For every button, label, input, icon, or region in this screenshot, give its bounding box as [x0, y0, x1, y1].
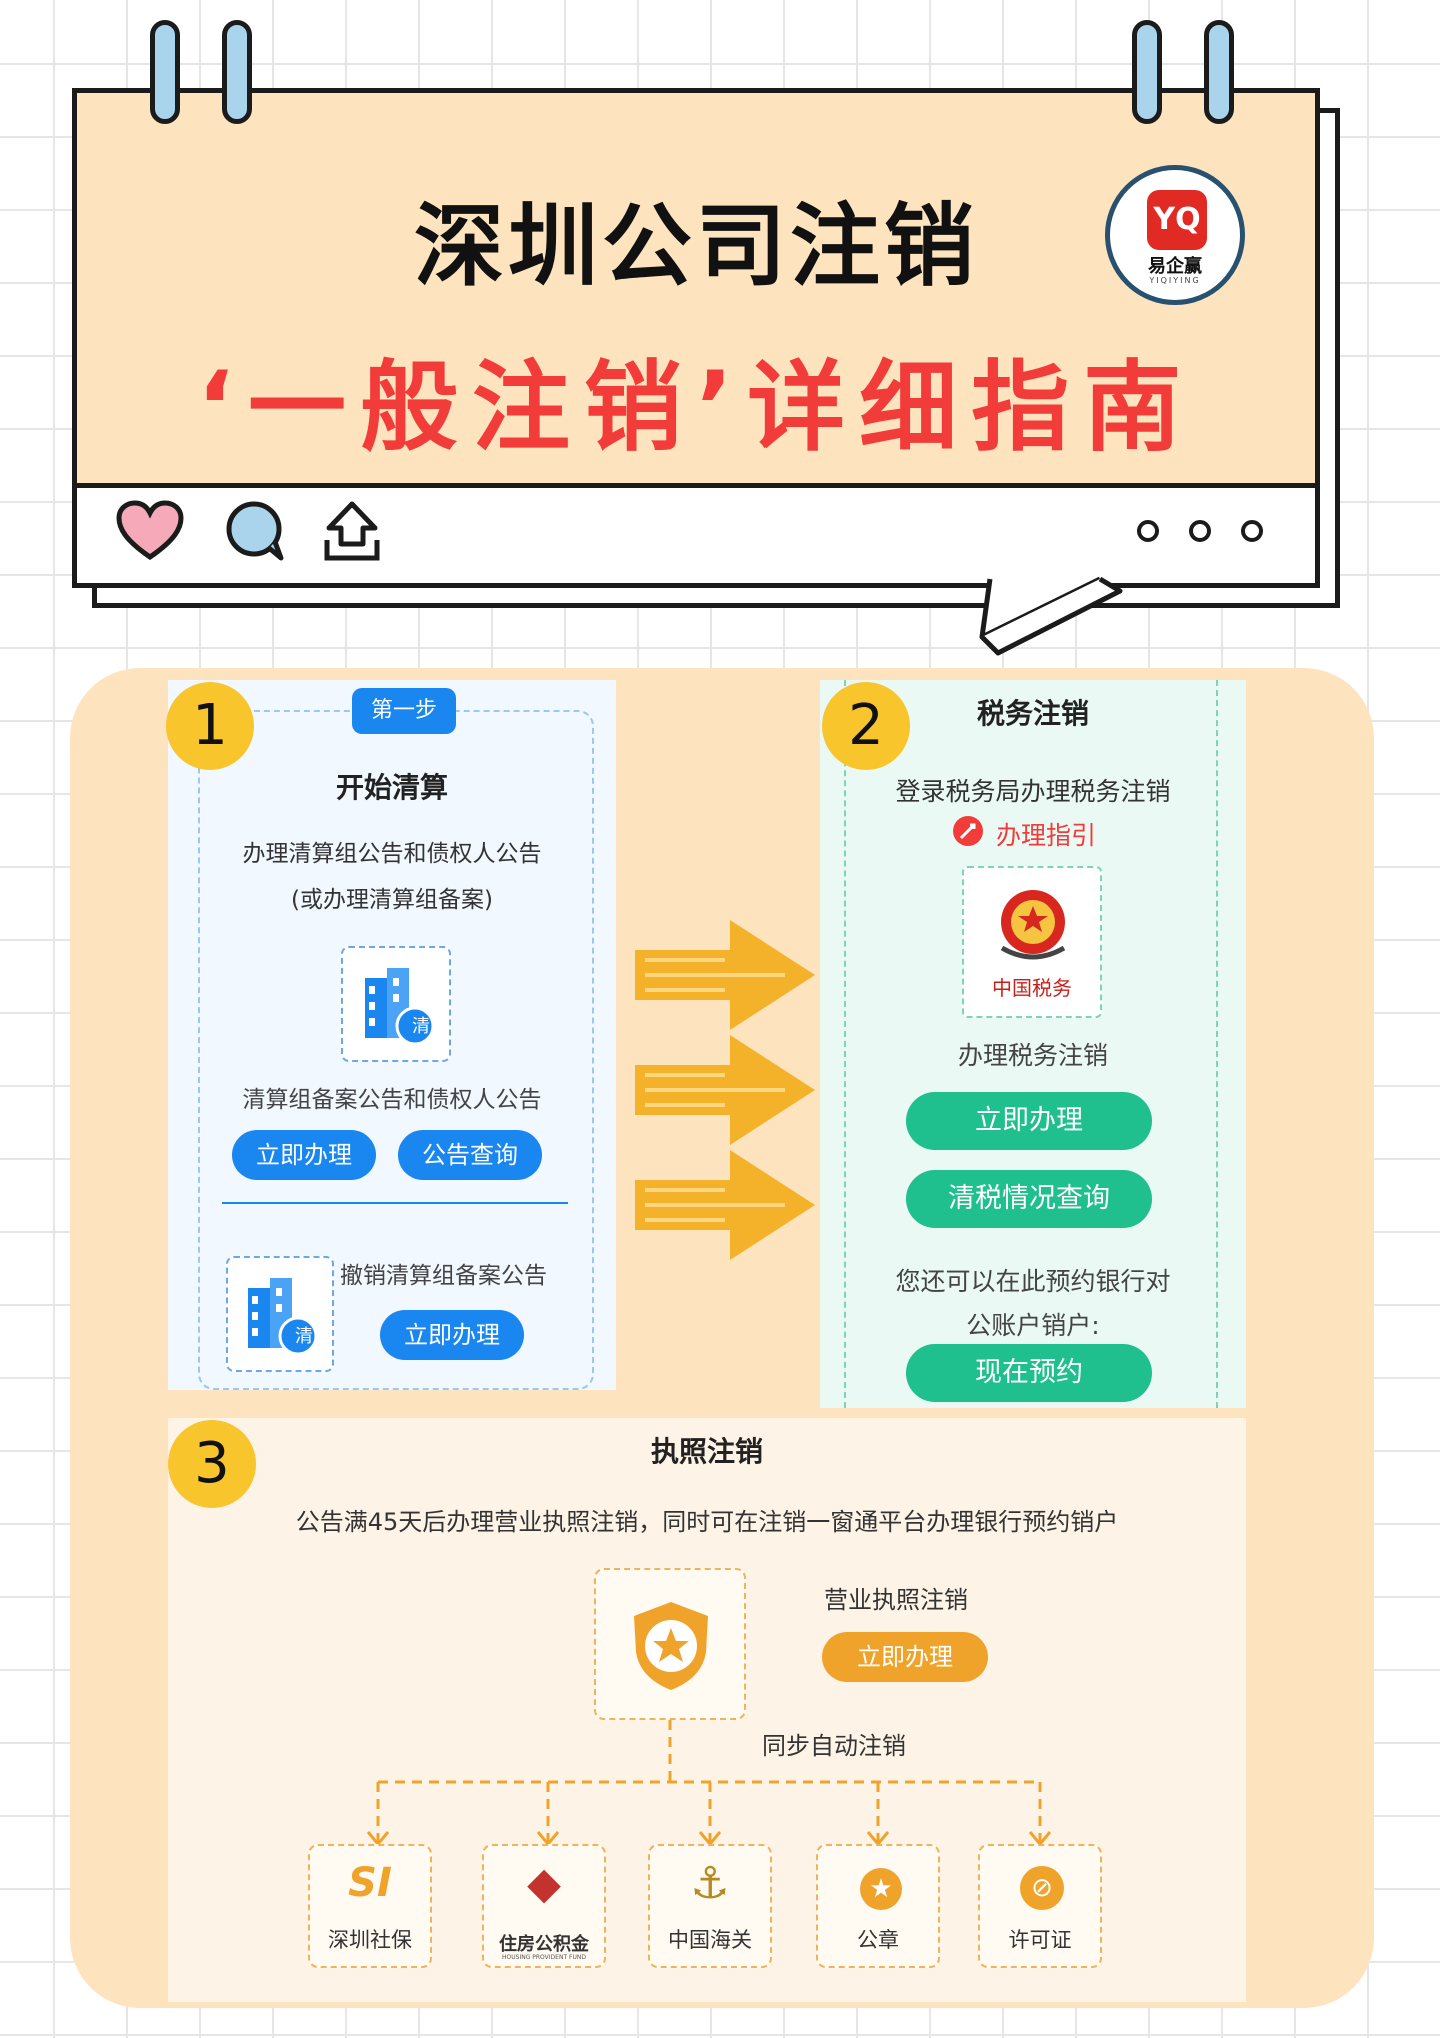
social-security-icon: SI: [348, 1860, 392, 1906]
step3-handle-button[interactable]: 立即办理: [822, 1632, 988, 1682]
housing-fund-icon: ◆: [527, 1858, 561, 1909]
flow-arrow-2: [635, 1035, 815, 1145]
binder-clip-right-2: [1204, 20, 1234, 124]
org-seal: ★ 公章: [816, 1844, 940, 1968]
step2-frame-left: [844, 680, 848, 1408]
reserve-now-button[interactable]: 现在预约: [906, 1344, 1152, 1402]
org-label-housing-fund: 住房公积金: [499, 1934, 589, 1955]
step1-tag: 第一步: [352, 688, 456, 734]
more-dot-2[interactable]: [1189, 520, 1211, 542]
tax-emblem-text: 中国税务: [992, 976, 1072, 1000]
guide-link[interactable]: 办理指引: [996, 821, 1097, 850]
org-customs: ⚓ 中国海关: [648, 1844, 772, 1968]
org-housing-fund: ◆ 住房公积金 HOUSING PROVIDENT FUND: [482, 1844, 606, 1968]
step1-title: 开始清算: [335, 771, 448, 804]
permit-icon: ⊘: [1020, 1866, 1064, 1910]
step3-card: 执照注销 公告满45天后办理营业执照注销，同时可在注销一窗通平台办理银行预约销户…: [168, 1418, 1246, 2002]
share-icon[interactable]: [321, 498, 383, 564]
brand-logo: YQ 易企赢 YIQIYING: [1105, 165, 1245, 305]
heart-icon[interactable]: [115, 500, 185, 562]
comment-icon[interactable]: [225, 498, 287, 564]
step2-number-badge: 2: [822, 682, 910, 770]
liquidation-icon-badge: 清: [412, 1016, 430, 1037]
header-card: 深圳公司注销 ‘一般注销’详细指南 YQ 易企赢 YIQIYING: [72, 88, 1320, 588]
brand-logo-mark: YQ: [1147, 190, 1207, 250]
more-dot-1[interactable]: [1137, 520, 1159, 542]
step1-section-label: 清算组备案公告和债权人公告: [242, 1087, 542, 1113]
action-bar: [77, 483, 1315, 583]
step2-title: 税务注销: [976, 697, 1089, 730]
step1-query-button[interactable]: 公告查询: [398, 1130, 542, 1180]
seal-icon: ★: [860, 1868, 902, 1910]
step2-desc: 登录税务局办理税务注销: [895, 777, 1171, 806]
more-dot-3[interactable]: [1241, 520, 1263, 542]
step3-number-badge: 3: [168, 1420, 256, 1508]
step2-handle-button[interactable]: 立即办理: [906, 1092, 1152, 1150]
license-label: 营业执照注销: [824, 1586, 968, 1614]
brand-logo-name: 易企赢: [1148, 256, 1202, 277]
step1-divider: [222, 1202, 568, 1204]
flow-arrow-1: [635, 920, 815, 1030]
step1-revoke-label: 撤销清算组备案公告: [340, 1263, 547, 1289]
tax-clearance-query-button[interactable]: 清税情况查询: [906, 1170, 1152, 1228]
binder-clip-right-1: [1132, 20, 1162, 124]
liquidation-icon: 清: [341, 946, 451, 1062]
speech-tail: [979, 576, 1123, 656]
binder-clip-left-1: [150, 20, 180, 124]
step1-desc-1: 办理清算组公告和债权人公告: [242, 841, 542, 867]
flow-arrow-3: [635, 1150, 815, 1260]
step1-desc-2: (或办理清算组备案): [291, 887, 493, 913]
brand-logo-sub: YIQIYING: [1149, 276, 1201, 285]
page-subtitle: ‘一般注销’详细指南: [196, 351, 1196, 465]
step3-title: 执照注销: [650, 1435, 763, 1468]
org-permit: ⊘ 许可证: [978, 1844, 1102, 1968]
guide-link-icon[interactable]: [952, 815, 984, 847]
org-label-customs: 中国海关: [668, 1928, 752, 1952]
binder-clip-left-2: [222, 20, 252, 124]
tax-emblem-icon: 中国税务: [962, 866, 1102, 1018]
step2-card: 税务注销 登录税务局办理税务注销 办理指引 中国税务 办理税务注销 立即办理 清…: [820, 680, 1246, 1408]
step2-bank-note-2: 公账户销户:: [966, 1311, 1100, 1340]
sync-label: 同步自动注销: [762, 1732, 906, 1760]
step1-card: 第一步 开始清算 办理清算组公告和债权人公告 (或办理清算组备案) 清 清算组备…: [168, 680, 616, 1390]
step1-number-badge: 1: [166, 682, 254, 770]
step2-frame-right: [1216, 680, 1220, 1408]
org-social-security: SI 深圳社保: [308, 1844, 432, 1968]
step2-bank-note-1: 您还可以在此预约银行对: [895, 1267, 1171, 1296]
customs-icon: ⚓: [690, 1858, 730, 1909]
housing-fund-sub: HOUSING PROVIDENT FUND: [502, 1954, 586, 1961]
step2-label: 办理税务注销: [957, 1041, 1108, 1070]
step1-revoke-button[interactable]: 立即办理: [380, 1310, 524, 1360]
org-label-social-security: 深圳社保: [328, 1928, 412, 1952]
business-license-icon: [594, 1568, 746, 1720]
org-label-seal: 公章: [857, 1928, 899, 1952]
step1-handle-button[interactable]: 立即办理: [232, 1130, 376, 1180]
revoke-icon: 清: [226, 1256, 334, 1372]
org-label-permit: 许可证: [1008, 1928, 1072, 1952]
page-title: 深圳公司注销: [414, 194, 978, 299]
revoke-icon-badge: 清: [295, 1326, 313, 1347]
step3-desc: 公告满45天后办理营业执照注销，同时可在注销一窗通平台办理银行预约销户: [295, 1508, 1119, 1536]
